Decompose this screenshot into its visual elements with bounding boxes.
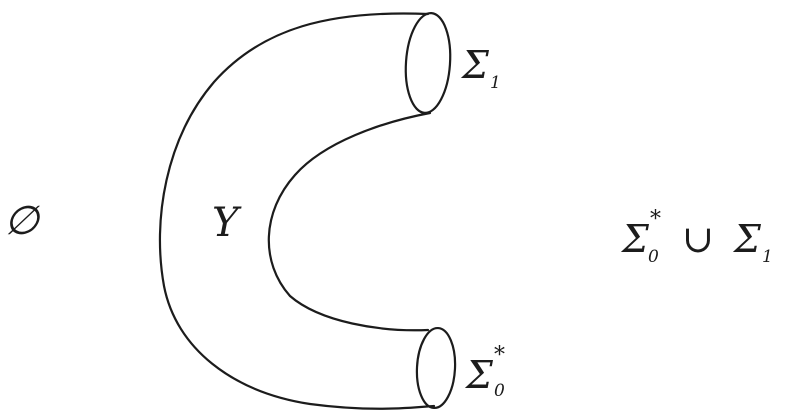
svg-text:*: * (494, 343, 505, 368)
svg-text:1: 1 (762, 247, 773, 267)
svg-text:0: 0 (648, 247, 659, 267)
svg-text:Σ: Σ (460, 43, 490, 87)
svg-text:∪: ∪ (682, 217, 714, 261)
boundary-union-label: Σ 0 * ∪ Σ 1 (620, 207, 773, 267)
svg-text:Σ: Σ (732, 217, 762, 261)
tube-inner-boundary (269, 113, 430, 330)
bottom-boundary-ellipse (415, 327, 457, 409)
bottom-boundary-label: Σ 0 * (464, 343, 505, 401)
empty-set-label: ∅ (4, 198, 41, 244)
svg-text:1: 1 (490, 73, 501, 93)
top-boundary-ellipse (403, 12, 454, 115)
tube-outer-boundary (160, 13, 434, 408)
top-boundary-label: Σ 1 (460, 43, 501, 93)
svg-text:0: 0 (494, 381, 505, 401)
svg-text:Σ: Σ (620, 217, 650, 261)
svg-text:*: * (650, 207, 661, 232)
svg-text:Σ: Σ (464, 353, 494, 397)
cobordism-label-y: Y (212, 200, 242, 246)
